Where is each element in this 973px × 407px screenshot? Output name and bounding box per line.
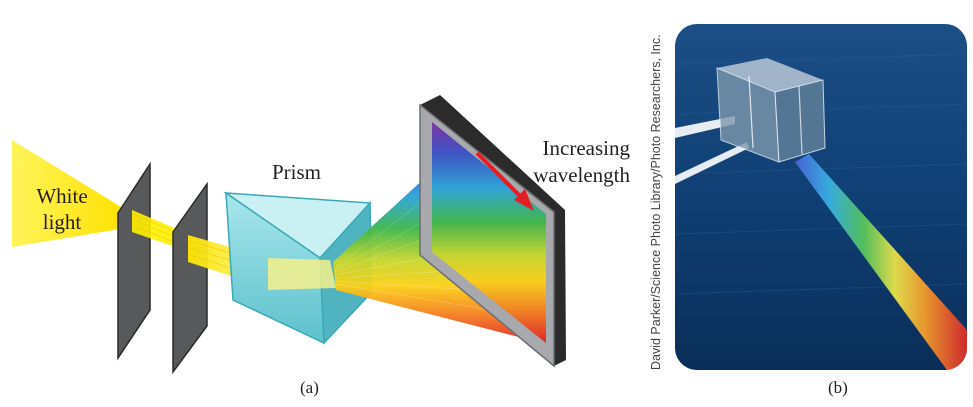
prism-diagram: White light Prism Increasing wavelength xyxy=(12,95,630,375)
slit-plate-2 xyxy=(172,181,208,375)
rainbow-beam xyxy=(795,154,967,370)
prism xyxy=(223,191,373,345)
prism-label: Prism xyxy=(272,160,322,184)
prism-photo-svg xyxy=(675,24,967,370)
projection-screen xyxy=(419,95,566,368)
glass-prism xyxy=(716,58,826,163)
increasing-wavelength-label: Increasing wavelength xyxy=(533,136,630,187)
increasing-wavelength-arrow xyxy=(475,151,534,211)
prism-photo xyxy=(675,24,967,370)
caption-a: (a) xyxy=(300,378,319,397)
caption-b: (b) xyxy=(828,378,848,397)
white-light-label: White light xyxy=(36,184,88,234)
white-light-source xyxy=(12,140,126,247)
prism-diagram-svg xyxy=(12,95,566,375)
slit-plate-1 xyxy=(117,161,151,361)
